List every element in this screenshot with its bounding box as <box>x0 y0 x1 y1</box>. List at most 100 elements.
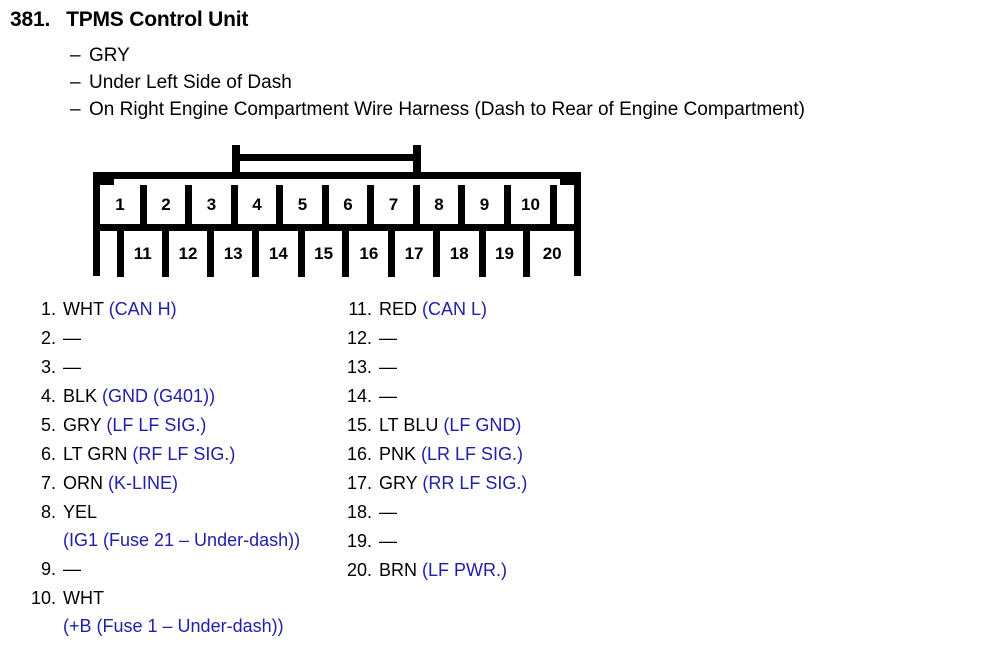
pin-list-item: 18. — <box>338 503 658 522</box>
connector-pin-18: 18 <box>439 231 486 277</box>
connector-pin-17: 17 <box>395 231 440 277</box>
connector-pin-row-top: 1 2 3 4 5 6 7 8 9 10 <box>100 185 574 231</box>
pin-function: (K-LINE) <box>108 473 179 493</box>
connector-bottom-row-startcap <box>100 231 124 277</box>
pin-list-item: 10. WHT (+B (Fuse 1 – Under-dash)) <box>22 589 332 636</box>
pin-description: BLK (GND (G401)) <box>63 387 332 406</box>
pin-description: RED (CAN L) <box>379 300 658 319</box>
pin-list-left: 1. WHT (CAN H) 2. — 3. — 4. BLK (GND (G4… <box>22 300 332 646</box>
bullet-item: – GRY <box>70 42 805 69</box>
pin-list-item: 16. PNK (LR LF SIG.) <box>338 445 658 464</box>
connector-pin-12: 12 <box>168 231 215 277</box>
pin-number: 18. <box>346 502 372 522</box>
pin-number: 15. <box>346 415 372 435</box>
pin-number: 7. <box>40 473 56 493</box>
pin-number: 6. <box>40 444 56 464</box>
pin-list-item: 5. GRY (LF LF SIG.) <box>22 416 332 435</box>
pin-description: — <box>379 503 658 522</box>
pin-description: WHT (CAN H) <box>63 300 332 319</box>
pin-list-item: 9. — <box>22 560 332 579</box>
connector-pin-9: 9 <box>465 185 511 231</box>
pin-number: 16. <box>346 444 372 464</box>
pin-number: 8. <box>40 502 56 522</box>
pin-description: — <box>379 329 658 348</box>
pin-function: (RF LF SIG.) <box>132 444 236 464</box>
connector-pin-5: 5 <box>283 185 329 231</box>
pin-list-item: 7. ORN (K-LINE) <box>22 474 332 493</box>
section-title: TPMS Control Unit <box>66 8 249 31</box>
page-title: 381. TPMS Control Unit <box>10 8 248 32</box>
pin-function-wrapped: (+B (Fuse 1 – Under-dash)) <box>63 616 284 636</box>
pin-description: — <box>63 358 332 377</box>
connector-pin-14: 14 <box>259 231 305 277</box>
pin-number: 4. <box>40 386 56 406</box>
latch-bar <box>238 154 415 161</box>
bullet-text: On Right Engine Compartment Wire Harness… <box>89 99 805 120</box>
bullet-text: GRY <box>89 45 130 66</box>
pin-description: LT GRN (RF LF SIG.) <box>63 445 332 464</box>
pin-number: 19. <box>346 531 372 551</box>
pin-function: (LF PWR.) <box>422 560 508 580</box>
pin-wire-color: BRN <box>379 560 418 580</box>
pin-wire-color: WHT <box>63 588 104 608</box>
pin-wire-color: — <box>379 386 397 406</box>
pin-description: WHT (+B (Fuse 1 – Under-dash)) <box>63 589 332 636</box>
pin-list-right: 11. RED (CAN L) 12. — 13. — 14. — 15. LT… <box>338 300 658 590</box>
pin-number: 13. <box>346 357 372 377</box>
bullet-dash-icon: – <box>70 45 81 66</box>
description-bullets: – GRY – Under Left Side of Dash – On Rig… <box>70 42 805 123</box>
pin-description: — <box>379 387 658 406</box>
pin-description: YEL (IG1 (Fuse 21 – Under-dash)) <box>63 503 332 550</box>
pin-description: BRN (LF PWR.) <box>379 561 658 580</box>
pin-wire-color: LT GRN <box>63 444 128 464</box>
connector-diagram: 1 2 3 4 5 6 7 8 9 10 11 12 13 14 15 16 1… <box>93 145 583 280</box>
bullet-dash-icon: – <box>70 99 81 120</box>
connector-pin-6: 6 <box>329 185 374 231</box>
connector-pin-20: 20 <box>530 231 575 277</box>
pin-description: — <box>63 560 332 579</box>
pin-number: 3. <box>40 357 56 377</box>
connector-pin-1: 1 <box>100 185 147 231</box>
pin-number: 20. <box>346 560 372 580</box>
pin-description: PNK (LR LF SIG.) <box>379 445 658 464</box>
pin-number: 9. <box>40 559 56 579</box>
pin-description: GRY (LF LF SIG.) <box>63 416 332 435</box>
connector-pin-row-bottom: 11 12 13 14 15 16 17 18 19 20 <box>100 231 575 277</box>
pin-list-item: 13. — <box>338 358 658 377</box>
pin-function: (CAN H) <box>108 299 177 319</box>
connector-notch-right <box>560 172 574 185</box>
pin-wire-color: BLK <box>63 386 98 406</box>
latch-post-left <box>232 145 240 173</box>
pin-list-item: 3. — <box>22 358 332 377</box>
pin-list-item: 20. BRN (LF PWR.) <box>338 561 658 580</box>
pin-wire-color: WHT <box>63 299 104 319</box>
pin-wire-color: RED <box>379 299 418 319</box>
pin-list-item: 15. LT BLU (LF GND) <box>338 416 658 435</box>
pin-function: (LF LF SIG.) <box>106 415 207 435</box>
pin-wire-color: PNK <box>379 444 417 464</box>
pin-wire-color: — <box>63 559 81 579</box>
pin-list-item: 17. GRY (RR LF SIG.) <box>338 474 658 493</box>
pin-description: GRY (RR LF SIG.) <box>379 474 658 493</box>
pin-list-item: 19. — <box>338 532 658 551</box>
connector-pin-19: 19 <box>485 231 531 277</box>
pin-wire-color: ORN <box>63 473 103 493</box>
connector-pin-16: 16 <box>349 231 396 277</box>
pin-wire-color: — <box>379 502 397 522</box>
pin-number: 14. <box>346 386 372 406</box>
connector-top-row-endcap <box>557 185 574 231</box>
pin-function: (GND (G401)) <box>102 386 216 406</box>
pin-number: 2. <box>40 328 56 348</box>
pin-number: 11. <box>348 299 372 319</box>
pin-list-item: 1. WHT (CAN H) <box>22 300 332 319</box>
connector-notch-left <box>100 172 114 185</box>
pin-list-item: 2. — <box>22 329 332 348</box>
pin-function: (CAN L) <box>422 299 488 319</box>
pin-number: 5. <box>40 415 56 435</box>
pin-wire-color: GRY <box>379 473 418 493</box>
pin-wire-color: GRY <box>63 415 102 435</box>
connector-pin-11: 11 <box>123 231 169 277</box>
pin-function: (LF GND) <box>443 415 522 435</box>
connector-pin-8: 8 <box>420 185 465 231</box>
latch-post-right <box>413 145 421 173</box>
